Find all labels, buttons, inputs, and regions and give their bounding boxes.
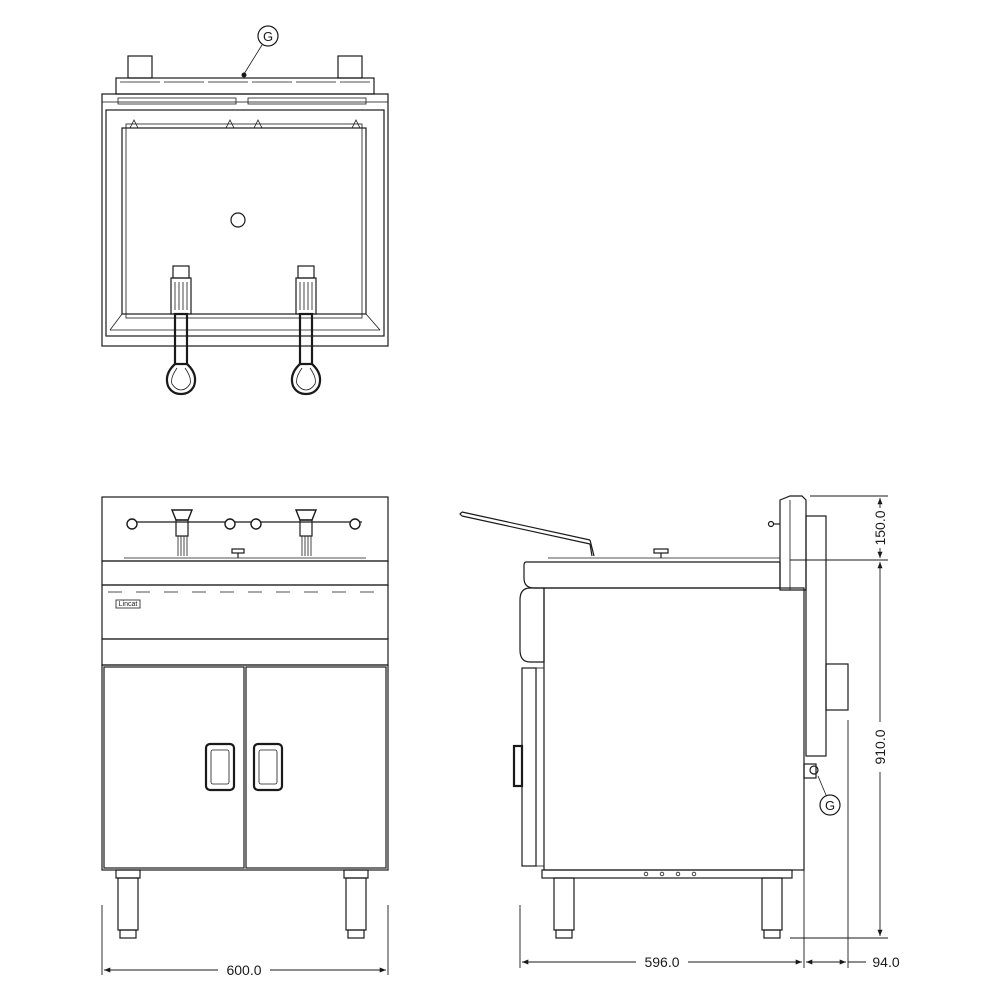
cabinet — [101, 664, 389, 871]
rear-panel — [805, 515, 827, 757]
plan-view: G — [101, 25, 389, 396]
basket-handle-right — [290, 265, 322, 396]
front-flue-panel — [101, 496, 389, 562]
foot-right — [343, 869, 369, 939]
side-body — [543, 587, 805, 871]
gas-inlet — [803, 763, 817, 779]
side-foot-front — [553, 877, 575, 939]
door-left — [103, 666, 245, 869]
control-panel — [101, 584, 389, 640]
gas-label-top: G — [263, 29, 273, 44]
dimension-depth: 596.0 — [644, 954, 679, 970]
door-handle-left — [204, 742, 236, 792]
front-view: Lincat 600.0 — [101, 496, 389, 978]
hook-knob-3 — [250, 518, 262, 530]
flue-pipe-left — [127, 55, 153, 79]
side-worktop — [523, 561, 781, 589]
drain-icon — [230, 212, 246, 228]
gas-connection-callout-side — [819, 794, 841, 816]
dimension-flue-height: 150.0 — [872, 510, 888, 545]
hook-knob-4 — [349, 518, 361, 530]
side-door-edge — [521, 667, 537, 867]
foot-left — [115, 869, 141, 939]
gas-label-side: G — [825, 798, 835, 813]
front-basket-right — [294, 509, 318, 556]
dimension-body-height: 910.0 — [872, 729, 888, 764]
basket-handle-left — [165, 265, 197, 396]
hook-knob-2 — [224, 518, 236, 530]
dimension-width: 600.0 — [226, 962, 261, 978]
fry-pan — [121, 127, 367, 315]
flue-box — [115, 77, 375, 95]
front-basket-left — [170, 509, 194, 556]
dimension-rear-offset: 94.0 — [872, 954, 899, 970]
brand-text: Lincat — [119, 601, 138, 608]
front-worktop — [101, 560, 389, 586]
door-right — [245, 666, 387, 869]
side-view: G 150.0 910.0 596.0 — [459, 495, 900, 970]
side-flue — [779, 495, 807, 591]
flue-pipe-right — [337, 55, 363, 79]
hook-knob-1 — [126, 518, 138, 530]
brand-badge — [115, 599, 141, 609]
side-foot-rear — [761, 877, 783, 939]
gas-connection-callout-top — [257, 25, 279, 47]
door-handle-right — [252, 742, 284, 792]
